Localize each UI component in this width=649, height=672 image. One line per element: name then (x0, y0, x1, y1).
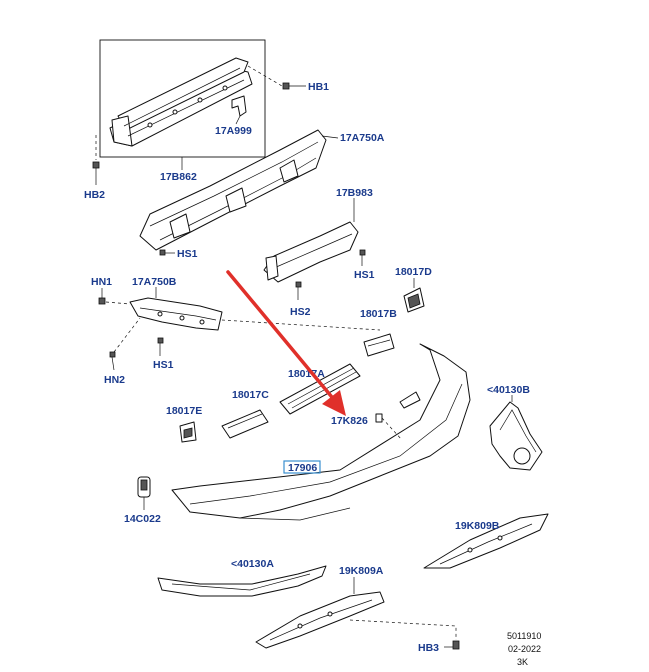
red-pointer-arrow (226, 270, 346, 416)
reinforcement-beam-17b862 (109, 57, 253, 147)
label-hs1-top: HS1 (177, 248, 198, 260)
bracket-18017d (403, 287, 425, 313)
label-17a750b: 17A750B (132, 276, 177, 288)
bolt-hb3 (444, 640, 460, 650)
label-40130b: <40130B (487, 384, 530, 396)
label-hb3: HB3 (418, 642, 439, 654)
screw-hs1-top (159, 249, 175, 256)
highlight-box-17906 (283, 460, 321, 474)
undertray-19k809b (423, 513, 549, 569)
bracket-17a999 (231, 95, 247, 117)
label-hn1: HN1 (91, 276, 112, 288)
label-17b862: 17B862 (160, 171, 197, 183)
footer-rev: 3K (517, 657, 528, 667)
label-19k809b: 19K809B (455, 520, 500, 532)
label-hb1: HB1 (308, 81, 329, 93)
label-hb2: HB2 (84, 189, 105, 201)
label-hs2: HS2 (290, 306, 311, 318)
label-hn2: HN2 (104, 374, 125, 386)
wheel-arch-40130b (489, 401, 543, 471)
side-absorber-17a750b (129, 297, 223, 331)
label-40130a: <40130A (231, 558, 274, 570)
screw-hs1-mid (359, 249, 366, 266)
bumper-cover-17906 (171, 343, 471, 521)
trim-strip-40130a (157, 565, 327, 597)
energy-absorber-17a750a (139, 129, 327, 251)
undertray-19k809a (255, 591, 385, 649)
label-18017c: 18017C (232, 389, 269, 401)
label-18017a: 18017A (288, 368, 325, 380)
label-17906: 17906 (288, 462, 317, 474)
bolt-hb1 (282, 82, 306, 90)
nut-hn1 (98, 288, 106, 305)
screw-hs2 (295, 281, 302, 300)
label-17a999: 17A999 (215, 125, 252, 137)
clip-17k826 (375, 413, 403, 441)
label-14c022: 14C022 (124, 513, 161, 525)
bracket-18017c (221, 409, 269, 439)
energy-absorber-17b983 (263, 221, 359, 283)
bracket-18017b (363, 333, 395, 357)
label-hs1-low: HS1 (153, 359, 174, 371)
nut-hn2 (109, 317, 141, 371)
screw-hs1-low (157, 337, 164, 356)
label-17b983: 17B983 (336, 187, 373, 199)
label-hs1-mid: HS1 (354, 269, 375, 281)
beam-detail-box (99, 39, 266, 158)
label-17k826: 17K826 (331, 415, 368, 427)
bracket-18017e (179, 421, 197, 443)
label-18017b: 18017B (360, 308, 397, 320)
label-18017d: 18017D (395, 266, 432, 278)
bolt-hb2 (92, 161, 100, 185)
footer-code: 5011910 (507, 631, 541, 641)
footer-date: 02-2022 (508, 644, 541, 654)
label-19k809a: 19K809A (339, 565, 384, 577)
label-17a750a: 17A750A (340, 132, 385, 144)
label-18017e: 18017E (166, 405, 202, 417)
sensor-14c022 (137, 476, 151, 498)
